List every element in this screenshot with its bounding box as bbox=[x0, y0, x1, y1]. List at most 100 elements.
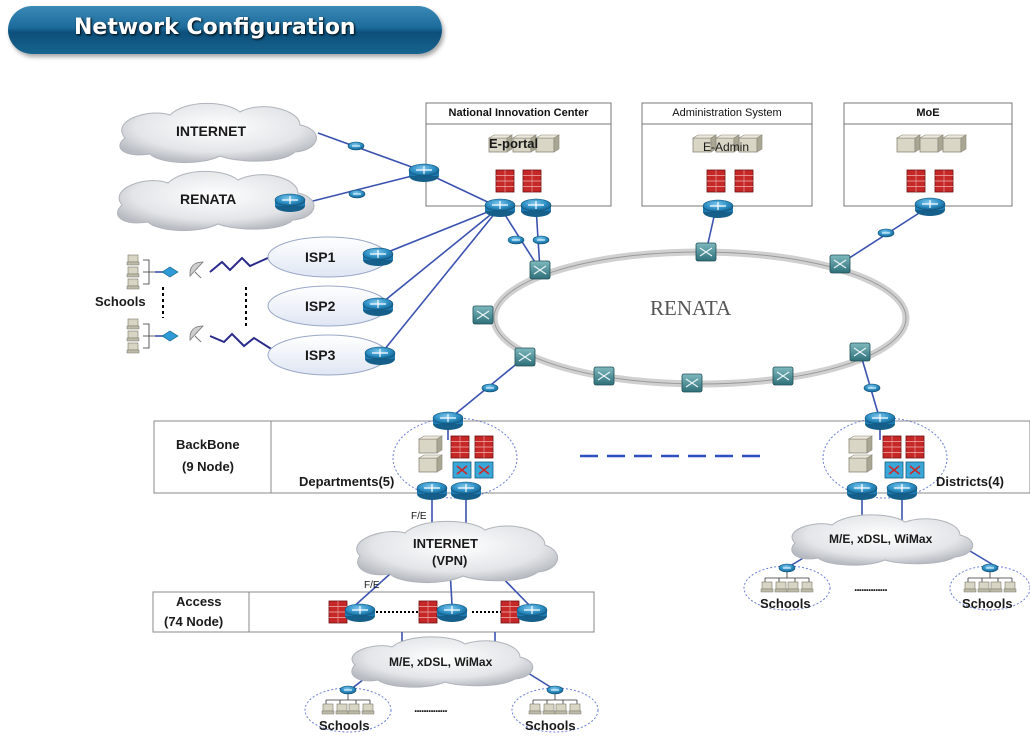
server-icon bbox=[417, 435, 444, 454]
switch-icon bbox=[681, 373, 703, 393]
school-pcs bbox=[143, 259, 155, 285]
schools-ellipsis-dots: .............. bbox=[414, 701, 448, 715]
wireless-link-1 bbox=[209, 256, 271, 273]
firewall-icon bbox=[495, 169, 515, 193]
switch-icon bbox=[849, 342, 871, 362]
internet-vpn-sublabel: (VPN) bbox=[432, 553, 468, 568]
computer-icon bbox=[542, 703, 556, 715]
firewall-icon bbox=[474, 435, 494, 459]
computer-icon bbox=[361, 703, 375, 715]
computer-icon bbox=[126, 266, 140, 278]
computer-icon bbox=[1003, 581, 1017, 593]
access-cloud-bottom bbox=[351, 636, 533, 688]
modem-icon bbox=[877, 228, 895, 238]
modem-icon bbox=[481, 383, 499, 393]
internet-vpn-cloud bbox=[356, 520, 558, 584]
modem-icon bbox=[161, 266, 179, 278]
firewall-icon bbox=[522, 169, 542, 193]
school-cluster bbox=[325, 694, 371, 704]
schools-label: Schools bbox=[962, 596, 1013, 611]
firewall-icon bbox=[905, 435, 925, 459]
server-icon bbox=[918, 134, 945, 153]
school-cluster bbox=[764, 572, 810, 582]
computer-icon bbox=[963, 581, 977, 593]
isp2-label: ISP2 bbox=[305, 298, 336, 314]
router-icon bbox=[436, 603, 468, 622]
page-title: Network Configuration bbox=[74, 15, 356, 40]
router-icon bbox=[450, 481, 482, 500]
ring-label: RENATA bbox=[650, 296, 732, 320]
modem-icon bbox=[339, 685, 357, 695]
router-icon bbox=[408, 163, 440, 182]
server-icon bbox=[941, 134, 968, 153]
satellite-dish-icon bbox=[189, 261, 204, 279]
access-cloud-right bbox=[791, 514, 973, 566]
computer-icon bbox=[977, 581, 991, 593]
eadmin-label: E-Admin bbox=[703, 140, 750, 154]
firewall-icon bbox=[882, 435, 902, 459]
switch-icon bbox=[472, 305, 494, 325]
server-icon bbox=[895, 134, 922, 153]
computer-icon bbox=[786, 581, 800, 593]
fe-label-top: F/E bbox=[411, 511, 427, 522]
computer-icon bbox=[126, 342, 140, 354]
firewall-icon bbox=[934, 169, 954, 193]
computer-icon bbox=[126, 254, 140, 266]
schools-label: Schools bbox=[760, 596, 811, 611]
fe-label-bottom: F/E bbox=[364, 580, 380, 591]
school-cluster bbox=[967, 572, 1013, 582]
computer-icon bbox=[989, 581, 1003, 593]
schools-ellipsis-dots: .............. bbox=[854, 580, 888, 594]
computer-icon bbox=[347, 703, 361, 715]
districts-label: Districts(4) bbox=[936, 474, 1004, 489]
router-icon bbox=[274, 193, 306, 212]
server-icon bbox=[714, 134, 741, 153]
backbone-count: (9 Node) bbox=[182, 459, 234, 474]
modem-icon bbox=[981, 563, 999, 573]
modem-icon bbox=[347, 141, 365, 151]
l3-switch-icon bbox=[884, 461, 904, 479]
computer-icon bbox=[554, 703, 568, 715]
internet-top-label: INTERNET bbox=[176, 123, 246, 139]
firewall-icon bbox=[500, 600, 520, 624]
computer-icon bbox=[321, 703, 335, 715]
server-icon bbox=[847, 435, 874, 454]
modem-icon bbox=[532, 235, 550, 245]
server-icon bbox=[534, 134, 561, 153]
renata-top-label: RENATA bbox=[180, 191, 237, 207]
l3-switch-icon bbox=[905, 461, 925, 479]
access-cloud-right-label: M/E, xDSL, WiMax bbox=[829, 532, 933, 546]
router-icon bbox=[846, 481, 878, 500]
schools-label: Schools bbox=[319, 718, 370, 733]
router-icon bbox=[362, 247, 394, 266]
school-cluster bbox=[532, 694, 578, 704]
computer-icon bbox=[528, 703, 542, 715]
computer-icon bbox=[126, 318, 140, 330]
admin-box bbox=[641, 102, 813, 207]
switch-icon bbox=[514, 347, 536, 367]
computer-icon bbox=[568, 703, 582, 715]
server-icon bbox=[737, 134, 764, 153]
nic-box bbox=[425, 102, 612, 207]
modem-icon bbox=[161, 330, 179, 342]
districts-group bbox=[822, 417, 948, 499]
firewall-icon bbox=[734, 169, 754, 193]
computer-icon bbox=[774, 581, 788, 593]
title-banner: Network Configuration bbox=[8, 6, 442, 54]
router-icon bbox=[702, 199, 734, 218]
computer-icon bbox=[800, 581, 814, 593]
departments-label: Departments(5) bbox=[299, 474, 395, 489]
access-count: (74 Node) bbox=[164, 614, 224, 629]
firewall-icon bbox=[906, 169, 926, 193]
renata-cloud-top bbox=[117, 170, 315, 232]
router-icon bbox=[432, 411, 464, 430]
server-icon bbox=[511, 134, 538, 153]
router-icon bbox=[364, 346, 396, 365]
router-icon bbox=[416, 481, 448, 500]
router-icon bbox=[864, 411, 896, 430]
eportal-label: E-portal bbox=[489, 136, 539, 151]
switch-icon bbox=[529, 260, 551, 280]
firewall-icon bbox=[328, 600, 348, 624]
schools-label-left: Schools bbox=[95, 294, 146, 309]
l3-switch-icon bbox=[474, 461, 494, 479]
